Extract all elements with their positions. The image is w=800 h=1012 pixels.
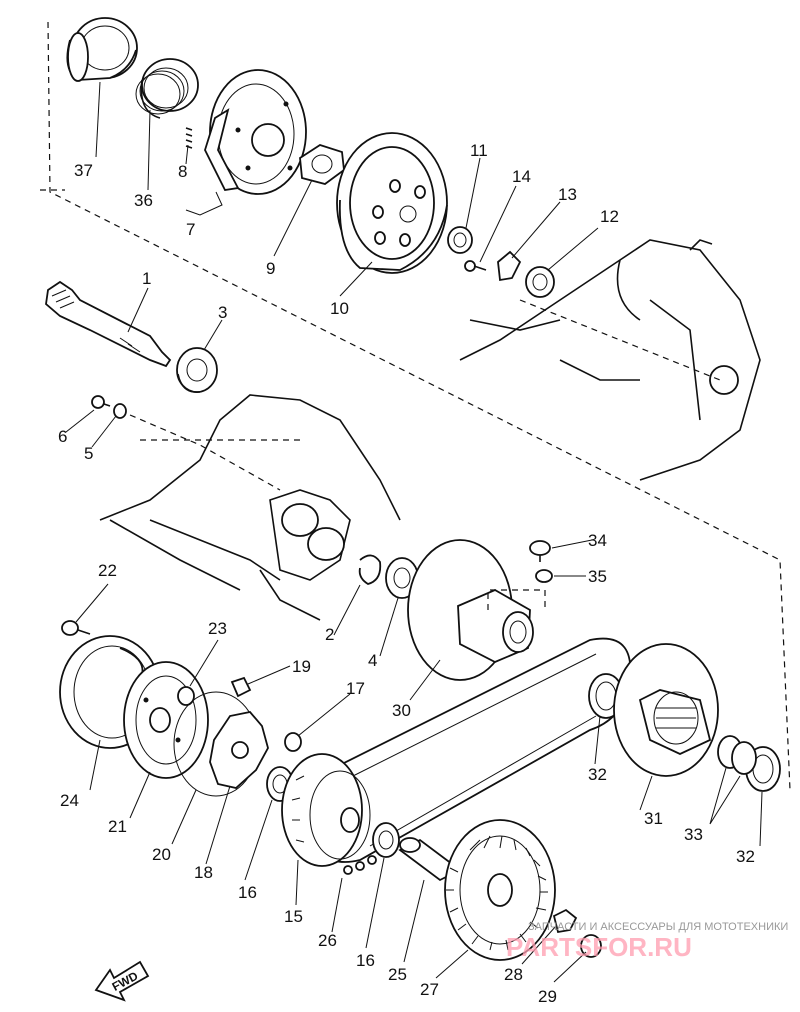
part-17-weight-roller — [284, 732, 302, 752]
label-24: 24 — [60, 791, 79, 810]
label-14: 14 — [512, 167, 531, 186]
label-22: 22 — [98, 561, 117, 580]
part-36-clutch-spring — [135, 58, 199, 119]
part-13-plate — [497, 250, 522, 282]
part-2-circlip — [358, 554, 382, 585]
label-35: 35 — [588, 567, 607, 586]
part-23-collar — [177, 686, 195, 706]
label-29: 29 — [538, 987, 557, 1006]
fwd-arrow: FWD — [94, 960, 150, 1002]
label-19: 19 — [292, 657, 311, 676]
part-7-clutch-carrier — [204, 69, 307, 195]
part-21-primary-fixed-sheave — [123, 661, 209, 779]
label-33: 33 — [684, 825, 703, 844]
label-30: 30 — [392, 701, 411, 720]
part-18-cam-plate — [209, 711, 269, 789]
label-10: 10 — [330, 299, 349, 318]
label-7: 7 — [186, 220, 195, 239]
label-12: 12 — [600, 207, 619, 226]
part-26-weight-set — [343, 855, 377, 875]
part-19-slider — [230, 676, 252, 698]
label-8: 8 — [178, 162, 187, 181]
label-9: 9 — [266, 259, 275, 278]
label-5: 5 — [84, 444, 93, 463]
label-3: 3 — [218, 303, 227, 322]
crankcase-middle — [99, 394, 401, 621]
watermark-big: PARTSFOR.RU — [506, 932, 692, 962]
label-28: 28 — [504, 965, 523, 984]
part-8-small-spring — [185, 127, 193, 149]
label-6: 6 — [58, 427, 67, 446]
part-34-bolt — [529, 540, 551, 562]
label-16b: 16 — [356, 951, 375, 970]
watermark: ЗАПЧАСТИ И АКСЕССУАРЫ ДЛЯ МОТОТЕХНИКИ PA… — [506, 921, 788, 962]
part-29-washer — [580, 934, 602, 958]
part-10-clutch-outer — [336, 132, 448, 274]
label-32a: 32 — [588, 765, 607, 784]
part-14-bolt — [464, 260, 487, 272]
assembly-frame — [40, 21, 791, 791]
label-4: 4 — [368, 651, 377, 670]
part-12-collar — [525, 266, 555, 298]
leader-lines — [65, 81, 763, 983]
label-34: 34 — [588, 531, 607, 550]
label-32b: 32 — [736, 847, 755, 866]
part-15-primary-sliding-sheave — [281, 753, 371, 867]
label-37: 37 — [74, 161, 93, 180]
label-21: 21 — [108, 817, 127, 836]
label-20: 20 — [152, 845, 171, 864]
label-25: 25 — [388, 965, 407, 984]
part-16-oil-seal-b — [372, 822, 400, 858]
label-17: 17 — [346, 679, 365, 698]
part-3-bearing — [176, 347, 218, 393]
label-23: 23 — [208, 619, 227, 638]
part-30-secondary-fixed-sheave — [407, 539, 546, 681]
part-28-nut — [552, 908, 578, 934]
label-31: 31 — [644, 809, 663, 828]
label-11: 11 — [470, 141, 488, 160]
label-15: 15 — [284, 907, 303, 926]
label-36: 36 — [134, 191, 153, 210]
label-26: 26 — [318, 931, 337, 950]
watermark-small: ЗАПЧАСТИ И АКСЕССУАРЫ ДЛЯ МОТОТЕХНИКИ — [528, 921, 788, 933]
label-2: 2 — [325, 625, 334, 644]
part-6-bolt — [91, 395, 111, 409]
part-35-washer — [535, 569, 553, 583]
label-18: 18 — [194, 863, 213, 882]
part-27-fan-sheave — [444, 819, 556, 961]
label-1: 1 — [142, 269, 151, 288]
part-5-washer — [113, 403, 127, 419]
label-27: 27 — [420, 980, 439, 999]
part-9-nut — [299, 144, 345, 185]
part-22-screw — [61, 620, 91, 636]
crankcase-cover — [459, 239, 761, 481]
part-31-secondary-sliding-sheave — [613, 643, 719, 777]
label-13: 13 — [558, 185, 577, 204]
label-16a: 16 — [238, 883, 257, 902]
part-11-bearing — [447, 226, 473, 254]
part-33-collar — [717, 735, 757, 775]
part-37-clutch-housing — [66, 17, 138, 82]
part-labels: 1 2 3 4 5 6 7 8 9 10 11 12 13 14 15 16 1… — [58, 141, 755, 1006]
part-1-drive-shaft — [45, 280, 172, 368]
